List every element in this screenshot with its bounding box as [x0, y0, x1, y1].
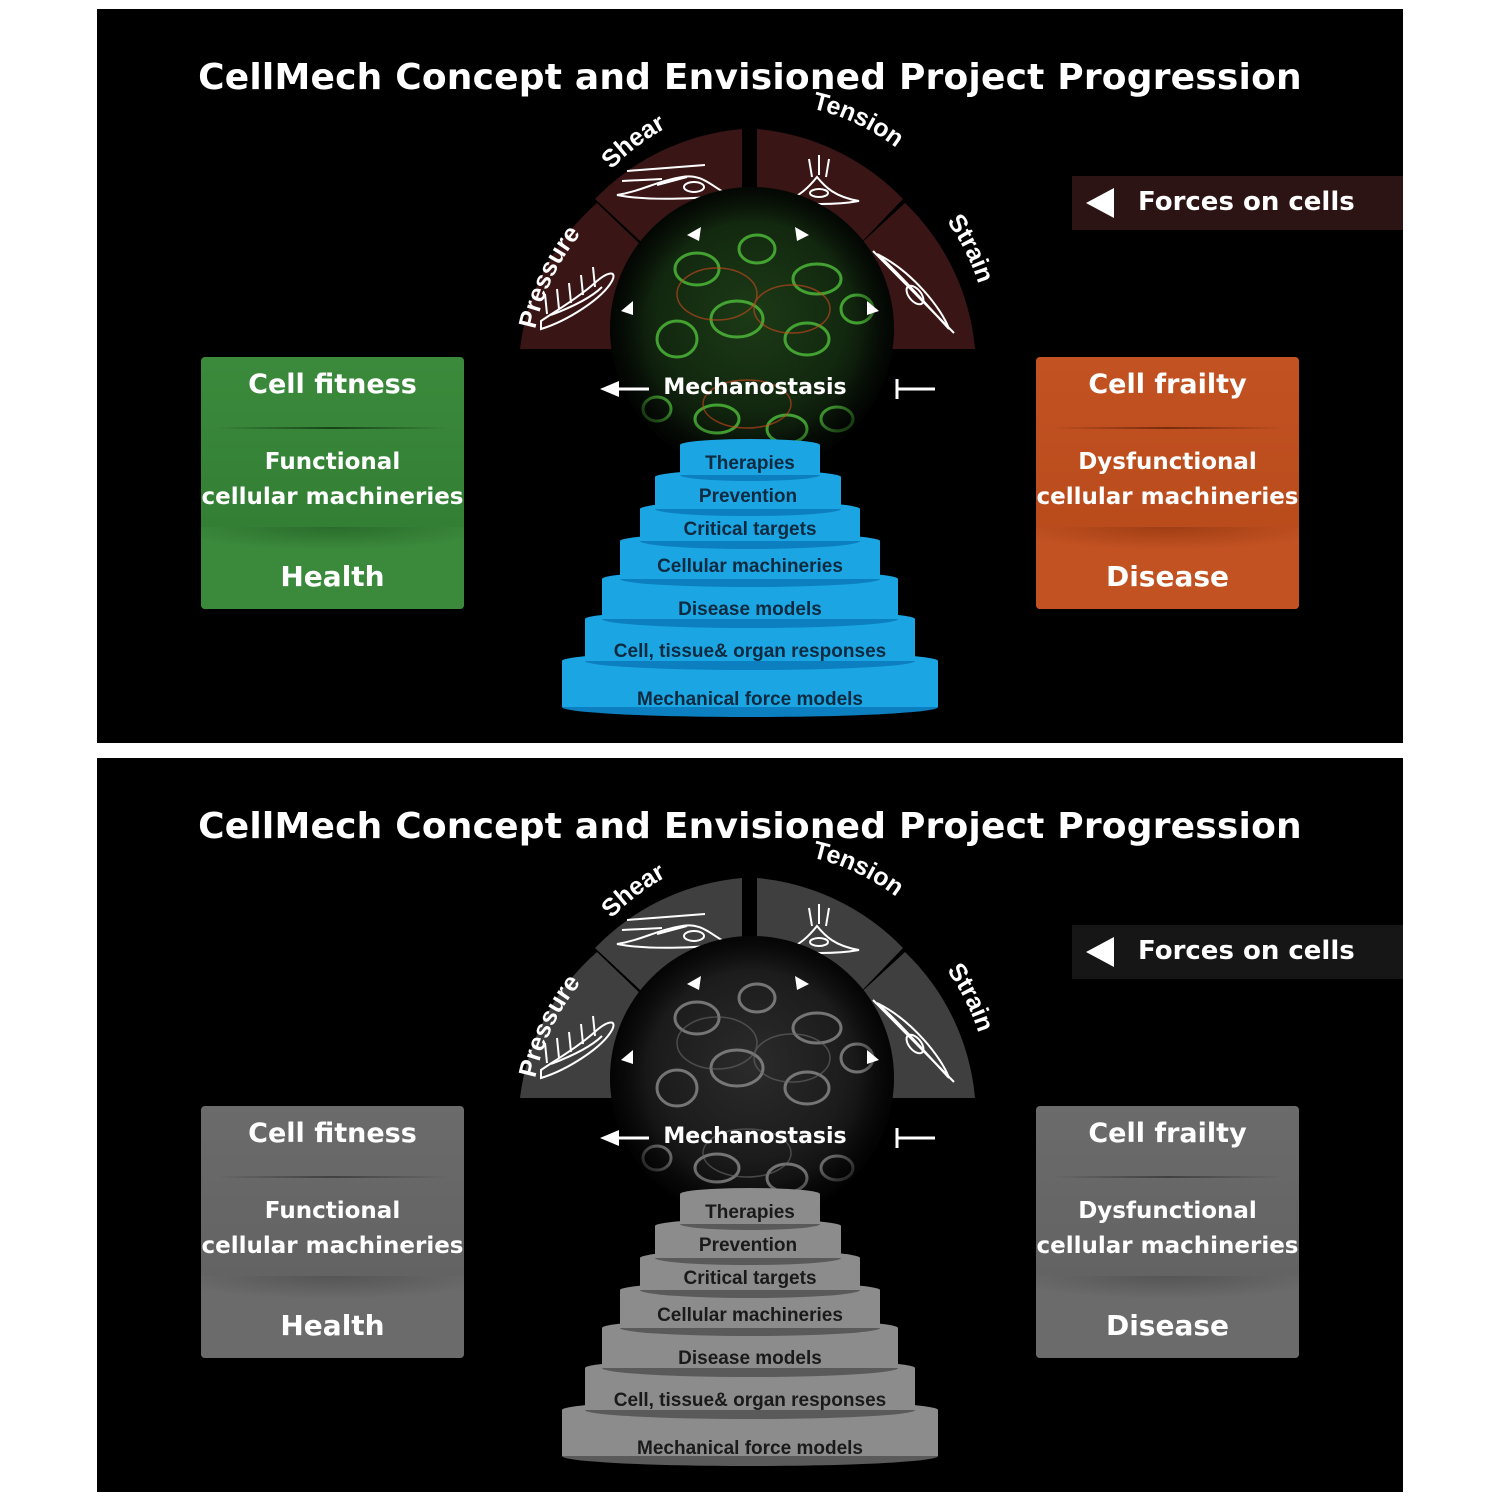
pyramid-label-cellular: Cellular machineries [657, 556, 843, 577]
pyramid: Mechanical force models Cell, tissue& or… [562, 1188, 938, 1466]
pyramid-step-therapies: Therapies [680, 1188, 820, 1230]
pyramid-label-prevention: Prevention [699, 1235, 797, 1256]
concept-diagram: Pressure Shear Tension Strain [447, 87, 1053, 717]
pyramid: Mechanical force models Cell, tissue& or… [562, 439, 938, 717]
functional-line: Functional [264, 1198, 401, 1224]
microscopy-image [610, 936, 894, 1220]
pyramid-label-targets: Critical targets [683, 519, 816, 540]
microscopy-image [610, 187, 894, 471]
pyramid-label-mechanical: Mechanical force models [637, 1438, 863, 1459]
grayscale-panel: CellMech Concept and Envisioned Project … [97, 758, 1403, 1492]
pyramid-label-responses: Cell, tissue& organ responses [614, 641, 886, 662]
pyramid-label-therapies: Therapies [705, 453, 795, 474]
health-band [201, 527, 464, 609]
pyramid-label-disease-models: Disease models [678, 599, 822, 620]
cell-frailty-heading: Cell frailty [1088, 369, 1247, 400]
circle-arrowheads [621, 976, 879, 1064]
cell-frailty-body: Dysfunctional cellular machineries [1036, 1194, 1299, 1264]
dysfunctional-line: Dysfunctional [1078, 1198, 1257, 1224]
cell-frailty-box: Cell frailty Dysfunctional cellular mach… [1036, 357, 1299, 609]
strain-icon [872, 999, 955, 1083]
cell-frailty-box: Cell frailty Dysfunctional cellular mach… [1036, 1106, 1299, 1358]
cell-fitness-body: Functional cellular machineries [201, 445, 464, 515]
mechanostasis-label: Mechanostasis [663, 375, 847, 400]
machineries-line: cellular machineries [201, 484, 464, 510]
pyramid-label-responses: Cell, tissue& organ responses [614, 1390, 886, 1411]
machineries-line: cellular machineries [1036, 484, 1299, 510]
forces-on-cells-label: Forces on cells [1138, 187, 1355, 217]
pyramid-step-responses: Cell, tissue& organ responses [585, 1359, 915, 1419]
divider [1052, 427, 1283, 429]
machineries-line: cellular machineries [201, 1233, 464, 1259]
disease-label: Disease [1105, 1309, 1230, 1342]
forces-on-cells-banner: Forces on cells [1072, 176, 1403, 230]
cell-fitness-heading: Cell fitness [248, 1118, 417, 1149]
pressure-icon [540, 266, 615, 331]
divider [217, 1176, 448, 1178]
svg-text:Tension: Tension [810, 87, 909, 153]
pyramid-step-therapies: Therapies [680, 439, 820, 481]
left-arrow-icon [600, 381, 649, 397]
pyramid-label-cellular: Cellular machineries [657, 1305, 843, 1326]
machineries-line: cellular machineries [1036, 1233, 1299, 1259]
divider [217, 427, 448, 429]
strain-icon [872, 250, 955, 334]
health-label: Health [280, 560, 385, 593]
left-arrow-icon [600, 1130, 649, 1146]
tension-label: Tension [810, 836, 909, 902]
circle-arrowheads [621, 227, 879, 315]
cell-fitness-body: Functional cellular machineries [201, 1194, 464, 1264]
concept-diagram: Pressure Shear Tension Strain [447, 836, 1053, 1466]
left-triangle-icon [1086, 937, 1114, 967]
disease-band [1036, 1276, 1299, 1358]
functional-line: Functional [264, 449, 401, 475]
health-band [201, 1276, 464, 1358]
panel-title: CellMech Concept and Envisioned Project … [198, 806, 1302, 847]
inhibit-arrow-icon [895, 379, 935, 399]
tension-label: Tension [810, 87, 909, 153]
color-panel: CellMech Concept and Envisioned Project … [97, 9, 1403, 743]
disease-label: Disease [1105, 560, 1230, 593]
cell-fitness-heading: Cell fitness [248, 369, 417, 400]
forces-on-cells-banner: Forces on cells [1072, 925, 1403, 979]
disease-band [1036, 527, 1299, 609]
dysfunctional-line: Dysfunctional [1078, 449, 1257, 475]
divider [1052, 1176, 1283, 1178]
cell-frailty-heading: Cell frailty [1088, 1118, 1247, 1149]
health-label: Health [280, 1309, 385, 1342]
shear-icon [616, 913, 733, 949]
forces-on-cells-label: Forces on cells [1138, 936, 1355, 966]
pyramid-label-targets: Critical targets [683, 1268, 816, 1289]
pyramid-label-mechanical: Mechanical force models [637, 689, 863, 710]
svg-text:Tension: Tension [810, 836, 909, 902]
shear-icon [616, 164, 733, 200]
panel-title: CellMech Concept and Envisioned Project … [198, 57, 1302, 98]
pyramid-label-therapies: Therapies [705, 1202, 795, 1223]
pressure-icon [540, 1015, 615, 1080]
pyramid-label-prevention: Prevention [699, 486, 797, 507]
mechanostasis-label: Mechanostasis [663, 1124, 847, 1149]
cell-fitness-box: Cell fitness Functional cellular machine… [201, 1106, 464, 1358]
inhibit-arrow-icon [895, 1128, 935, 1148]
cell-fitness-box: Cell fitness Functional cellular machine… [201, 357, 464, 609]
cell-frailty-body: Dysfunctional cellular machineries [1036, 445, 1299, 515]
pyramid-label-disease-models: Disease models [678, 1348, 822, 1369]
left-triangle-icon [1086, 188, 1114, 218]
